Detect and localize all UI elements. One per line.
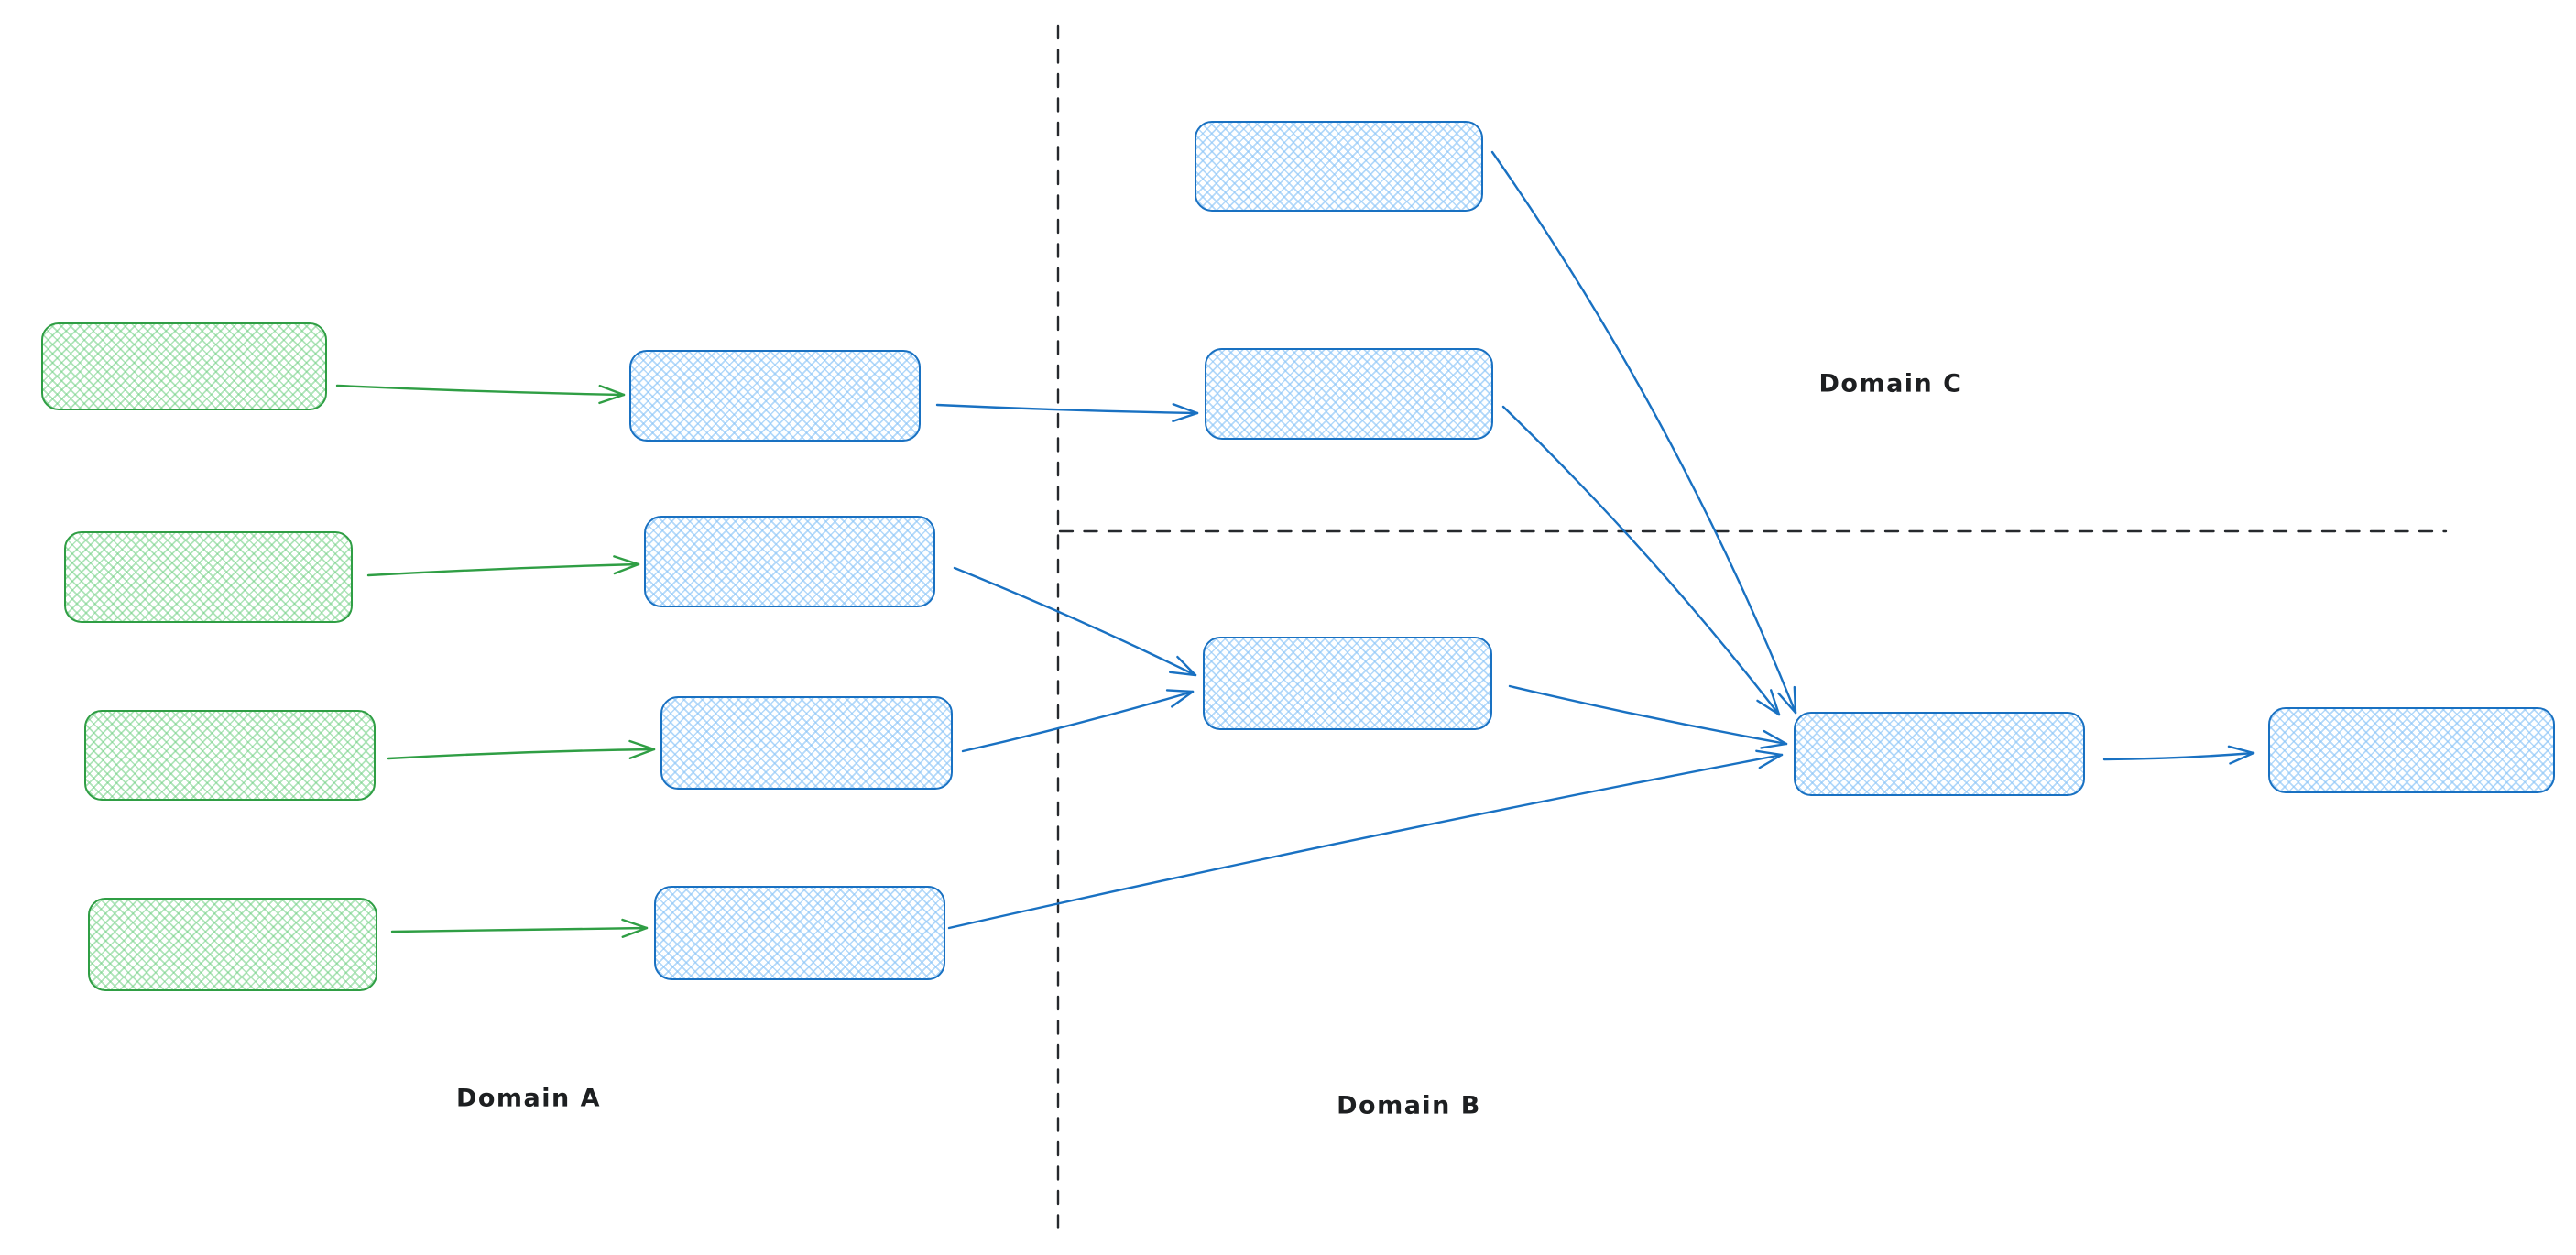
edge-bbox1-aggregator — [1508, 684, 1788, 749]
edge-source4-processor4 — [390, 918, 649, 938]
node-domain-c-box-1 — [1195, 121, 1483, 212]
edge-processor4-aggregator — [947, 749, 1784, 930]
edge-source1-processor1 — [335, 384, 626, 405]
label-domain-b: Domain B — [1337, 1091, 1481, 1120]
edge-source2-processor2 — [366, 555, 640, 577]
edge-processor1-cbox2 — [935, 402, 1199, 423]
edge-processor3-bbox1 — [961, 689, 1195, 753]
edge-processor2-bbox1 — [953, 566, 1197, 677]
node-domain-a-source-2 — [64, 531, 353, 623]
node-domain-b-output — [2268, 707, 2555, 793]
node-domain-a-processor-1 — [629, 350, 921, 442]
node-domain-b-box-1 — [1203, 637, 1492, 730]
node-domain-a-source-3 — [84, 710, 376, 801]
node-domain-c-box-2 — [1205, 348, 1493, 440]
node-domain-a-processor-2 — [644, 516, 935, 607]
node-domain-a-processor-3 — [660, 696, 953, 790]
edge-source3-processor3 — [387, 739, 656, 760]
edge-cbox1-aggregator — [1490, 150, 1797, 715]
label-domain-a: Domain A — [455, 1084, 602, 1113]
label-domain-c: Domain C — [1818, 369, 1963, 398]
node-domain-a-source-4 — [88, 898, 377, 991]
edge-cbox2-aggregator — [1501, 405, 1781, 716]
edge-aggregator-output — [2102, 745, 2255, 765]
node-domain-a-processor-4 — [654, 886, 945, 980]
node-domain-a-source-1 — [41, 322, 327, 410]
node-domain-b-aggregator — [1794, 712, 2085, 796]
